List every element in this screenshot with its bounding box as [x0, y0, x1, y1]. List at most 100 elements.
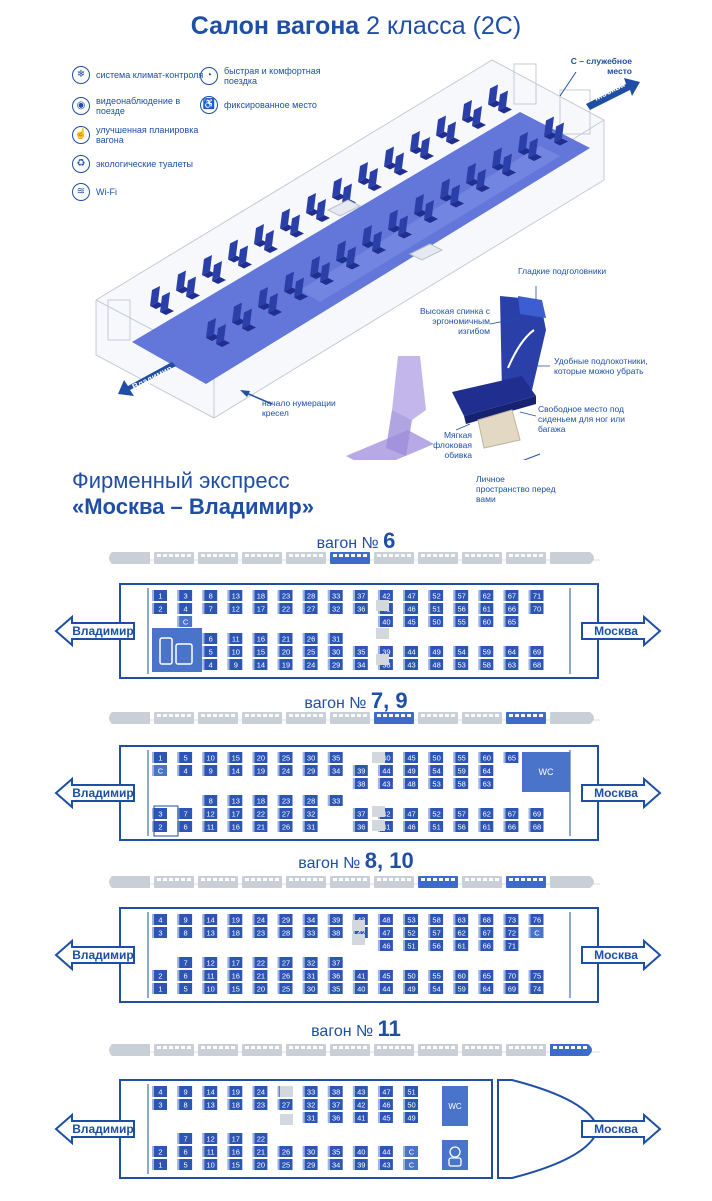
seat[interactable]: 25: [277, 752, 293, 763]
seat[interactable]: 16: [252, 633, 268, 644]
seat[interactable]: 13: [227, 590, 243, 601]
seat[interactable]: 36: [352, 821, 368, 832]
seat[interactable]: 48: [428, 659, 444, 670]
seat[interactable]: 8: [177, 927, 193, 938]
seat[interactable]: 65: [503, 616, 519, 627]
seat[interactable]: 4: [177, 765, 193, 776]
seat[interactable]: 13: [202, 1099, 218, 1110]
seat[interactable]: 36: [327, 970, 343, 981]
seat[interactable]: 26: [302, 633, 318, 644]
seat[interactable]: 62: [478, 808, 494, 819]
seat[interactable]: 54: [453, 646, 469, 657]
seat[interactable]: 40: [352, 1146, 368, 1157]
seat[interactable]: 30: [302, 1146, 318, 1157]
seat[interactable]: 59: [478, 646, 494, 657]
seat[interactable]: 52: [403, 927, 418, 938]
seat[interactable]: 69: [503, 983, 519, 994]
seat[interactable]: 10: [202, 752, 218, 763]
seat[interactable]: 1: [152, 590, 167, 601]
seat[interactable]: 17: [252, 603, 268, 614]
seat[interactable]: 15: [227, 752, 243, 763]
seat[interactable]: 26: [277, 1146, 293, 1157]
seat[interactable]: 71: [503, 940, 519, 951]
seat[interactable]: 29: [327, 659, 343, 670]
seat[interactable]: 9: [177, 914, 193, 925]
seat[interactable]: 12: [202, 1133, 218, 1144]
seat[interactable]: 63: [453, 914, 469, 925]
seat[interactable]: 35: [327, 1146, 343, 1157]
seat[interactable]: 41: [352, 1112, 368, 1123]
seat[interactable]: 7: [177, 957, 193, 968]
seat[interactable]: 46: [403, 603, 418, 614]
seat[interactable]: 68: [528, 821, 544, 832]
seat[interactable]: 22: [252, 808, 268, 819]
seat[interactable]: 7: [202, 603, 218, 614]
seat[interactable]: 2: [152, 1146, 167, 1157]
seat[interactable]: 44: [377, 765, 393, 776]
seat[interactable]: 59: [453, 765, 469, 776]
seat[interactable]: 58: [453, 778, 469, 789]
seat[interactable]: 61: [453, 940, 469, 951]
seat[interactable]: 31: [302, 821, 318, 832]
seat[interactable]: 39: [377, 646, 393, 657]
seat[interactable]: 23: [277, 795, 293, 806]
seat[interactable]: 27: [302, 603, 318, 614]
seat[interactable]: 45: [377, 970, 393, 981]
seat[interactable]: 66: [478, 940, 494, 951]
seat[interactable]: 43: [377, 1159, 393, 1170]
seat[interactable]: 22: [252, 1133, 268, 1144]
seat[interactable]: 7: [177, 808, 193, 819]
seat[interactable]: 16: [227, 821, 243, 832]
seat[interactable]: 11: [202, 970, 218, 981]
seat[interactable]: 9: [202, 765, 218, 776]
seat[interactable]: 25: [277, 983, 293, 994]
seat[interactable]: 28: [302, 590, 318, 601]
seat[interactable]: 45: [403, 752, 418, 763]
seat[interactable]: 3: [177, 590, 193, 601]
seat[interactable]: 15: [227, 1159, 243, 1170]
seat[interactable]: 15: [252, 646, 268, 657]
seat[interactable]: 21: [252, 1146, 268, 1157]
seat[interactable]: 49: [403, 1112, 418, 1123]
seat[interactable]: 56: [453, 821, 469, 832]
seat[interactable]: 30: [302, 752, 318, 763]
seat[interactable]: 37: [327, 957, 343, 968]
seat[interactable]: 33: [302, 927, 318, 938]
seat[interactable]: 29: [302, 1159, 318, 1170]
seat[interactable]: 29: [302, 765, 318, 776]
seat[interactable]: 70: [503, 970, 519, 981]
seat[interactable]: 65: [478, 970, 494, 981]
seat[interactable]: 43: [377, 778, 393, 789]
seat[interactable]: 59: [453, 983, 469, 994]
seat[interactable]: 40: [352, 983, 368, 994]
seat[interactable]: 53: [428, 778, 444, 789]
seat[interactable]: 25: [302, 646, 318, 657]
seat[interactable]: 14: [202, 1086, 218, 1097]
seat[interactable]: 52: [428, 808, 444, 819]
seat[interactable]: 51: [403, 940, 418, 951]
seat[interactable]: 12: [227, 603, 243, 614]
seat[interactable]: 30: [327, 646, 343, 657]
seat[interactable]: 7: [177, 1133, 193, 1144]
seat[interactable]: 51: [428, 603, 444, 614]
seat[interactable]: 38: [327, 927, 343, 938]
seat[interactable]: 21: [277, 633, 293, 644]
seat[interactable]: 27: [277, 957, 293, 968]
seat[interactable]: 49: [428, 646, 444, 657]
seat[interactable]: 46: [377, 1099, 393, 1110]
seat[interactable]: 38: [352, 778, 368, 789]
seat[interactable]: 34: [302, 914, 318, 925]
seat[interactable]: 20: [252, 1159, 268, 1170]
seat[interactable]: 4: [202, 659, 218, 670]
seat[interactable]: 2: [152, 821, 167, 832]
seat[interactable]: 29: [277, 914, 293, 925]
seat[interactable]: 10: [202, 983, 218, 994]
seat[interactable]: 68: [478, 914, 494, 925]
seat[interactable]: 47: [403, 808, 418, 819]
seat[interactable]: 46: [403, 821, 418, 832]
seat[interactable]: 24: [252, 1086, 268, 1097]
seat[interactable]: 60: [478, 752, 494, 763]
seat[interactable]: 40: [377, 616, 393, 627]
seat[interactable]: 62: [453, 927, 469, 938]
seat[interactable]: 47: [403, 590, 418, 601]
